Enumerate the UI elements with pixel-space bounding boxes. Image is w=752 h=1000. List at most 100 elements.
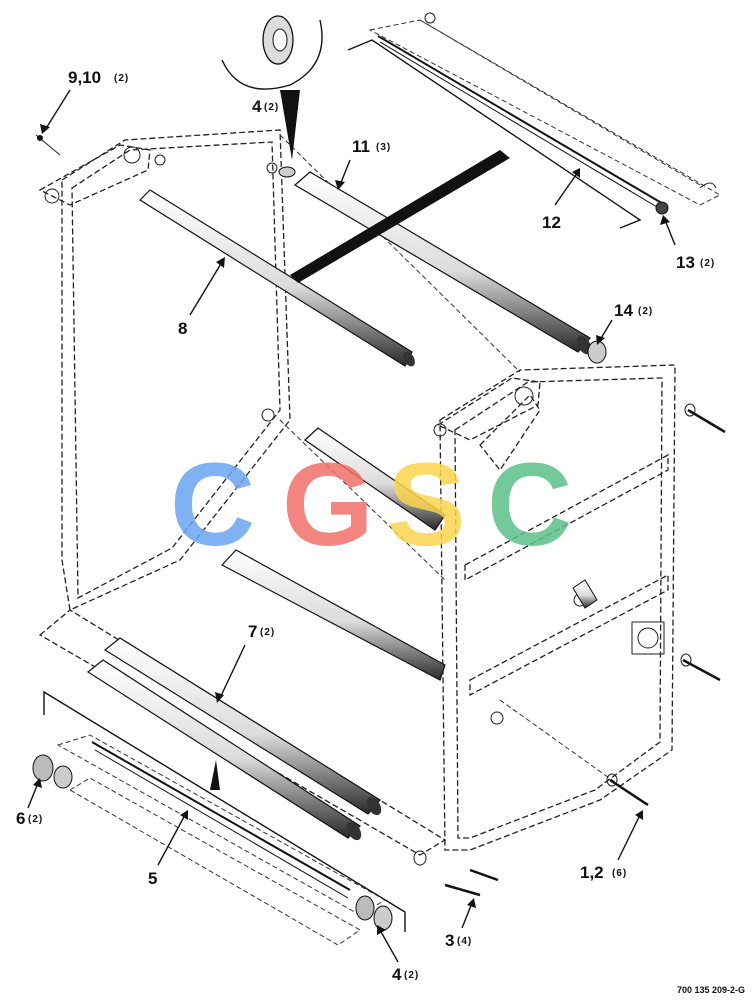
leader-12: [554, 171, 579, 206]
callout-4-bottom: 4 (2): [392, 965, 419, 984]
leader-9-10: [44, 89, 71, 131]
detail-bracket-upper: [347, 39, 642, 229]
leader-11: [339, 159, 351, 186]
bolt-3-upper: [469, 868, 499, 882]
leader-8: [189, 261, 223, 316]
leader-1-2: [617, 814, 641, 861]
bushing: [424, 12, 436, 24]
bushing-13: [655, 201, 669, 215]
frame-hole: [261, 408, 275, 422]
watermark-letter-c1: C: [170, 439, 255, 571]
lower-cover-outline: [56, 734, 386, 916]
svg-text:3: 3: [445, 931, 454, 950]
svg-text:(4): (4): [457, 936, 472, 947]
svg-text:11: 11: [352, 137, 370, 156]
top-bearing-detail: [221, 15, 323, 178]
callout-7: 7 (2): [248, 622, 275, 641]
leader-lines: [27, 89, 676, 963]
roller-11: [293, 171, 592, 355]
bearing-4-bottom: [355, 895, 375, 921]
right-cross-member-middle: [469, 573, 669, 697]
svg-text:14: 14: [614, 301, 633, 320]
watermark-letter-c2: C: [487, 439, 572, 571]
leader-13: [664, 219, 676, 246]
frame-hole: [490, 711, 504, 725]
left-top-bracket: [38, 144, 151, 206]
callout-4-top: 4 (2): [252, 97, 279, 116]
frame-hole: [154, 154, 166, 166]
shaft-5: [91, 741, 351, 891]
document-number: 700 135 209-2-G: [677, 985, 745, 995]
bearing-plate: [631, 621, 665, 655]
bolt-1-2: [609, 778, 649, 807]
back-top-rail: [279, 134, 521, 373]
bolt-upper-right: [687, 408, 726, 434]
upper-shaft-detail: [290, 12, 722, 283]
callout-labels: 9,10 (2) 4 (2) 11 (3) 12 13 (2) 8 14 (2)…: [16, 68, 715, 984]
roller-7-lower: [86, 659, 362, 841]
roller-8: [139, 189, 415, 367]
svg-text:(2): (2): [264, 102, 279, 113]
svg-text:7: 7: [248, 622, 257, 641]
roller-7-upper: [103, 637, 382, 816]
callout-9-10: 9,10 (2): [68, 68, 128, 87]
callout-3: 3 (4): [445, 931, 472, 950]
svg-text:(2): (2): [700, 258, 715, 269]
left-pivot: [123, 146, 141, 164]
callout-12: 12: [542, 213, 561, 232]
watermark-letter-g: G: [282, 439, 374, 571]
roller-lower-mid: [221, 549, 446, 681]
bottom-rail: [499, 699, 641, 801]
shaft-12: [377, 35, 666, 206]
rollers: [86, 171, 598, 841]
idler-pivot: [433, 423, 447, 437]
hardware: [35, 134, 726, 897]
detail-pointer-upper: [290, 150, 510, 283]
detail-bracket-lower: [43, 690, 406, 932]
svg-text:4: 4: [252, 97, 262, 116]
back-mid-rail: [279, 419, 446, 581]
callout-11: 11 (3): [352, 137, 391, 156]
bearing-plate-hole: [637, 627, 659, 649]
svg-text:4: 4: [392, 965, 402, 984]
left-side-plate-inner: [71, 141, 281, 600]
detail-pointer-lower: [210, 760, 220, 790]
right-side-plate: [439, 364, 676, 851]
left-side-plate: [61, 129, 291, 611]
svg-text:9,10: 9,10: [68, 68, 101, 87]
callout-1-2: 1,2 (6): [580, 863, 626, 882]
svg-text:(2): (2): [404, 970, 419, 981]
right-side-plate-inner: [454, 377, 663, 839]
leader-5: [157, 814, 186, 866]
svg-text:(2): (2): [28, 814, 43, 825]
roller-upper-mid: [304, 427, 446, 531]
leader-3: [461, 902, 473, 929]
idler-arm: [479, 393, 541, 472]
bearing-6: [32, 754, 54, 782]
svg-text:(3): (3): [376, 142, 391, 153]
left-pivot: [44, 188, 60, 204]
callout-13: 13 (2): [676, 253, 715, 272]
svg-text:(2): (2): [260, 627, 275, 638]
callout-5: 5: [148, 869, 157, 888]
svg-text:5: 5: [148, 869, 157, 888]
frame-assembly: [38, 129, 676, 856]
leader-6: [27, 782, 39, 809]
right-top-bracket: [436, 377, 541, 441]
callout-14: 14 (2): [614, 301, 652, 320]
watermark-letter-s: S: [387, 439, 466, 571]
svg-text:8: 8: [178, 319, 187, 338]
bolt-mid-right: [682, 658, 721, 682]
left-lower-angle: [38, 609, 447, 856]
leader-4-bottom: [379, 929, 399, 963]
idler-pivot: [514, 386, 534, 406]
lower-shaft-detail: [32, 690, 406, 946]
detail-pointer-top: [280, 90, 300, 160]
frame-hole: [266, 162, 278, 174]
upper-cover-outline: [368, 19, 722, 206]
right-cross-member-upper: [464, 453, 669, 582]
callout-6: 6 (2): [16, 809, 43, 828]
svg-text:1,2: 1,2: [580, 863, 604, 882]
svg-text:13: 13: [676, 253, 695, 272]
